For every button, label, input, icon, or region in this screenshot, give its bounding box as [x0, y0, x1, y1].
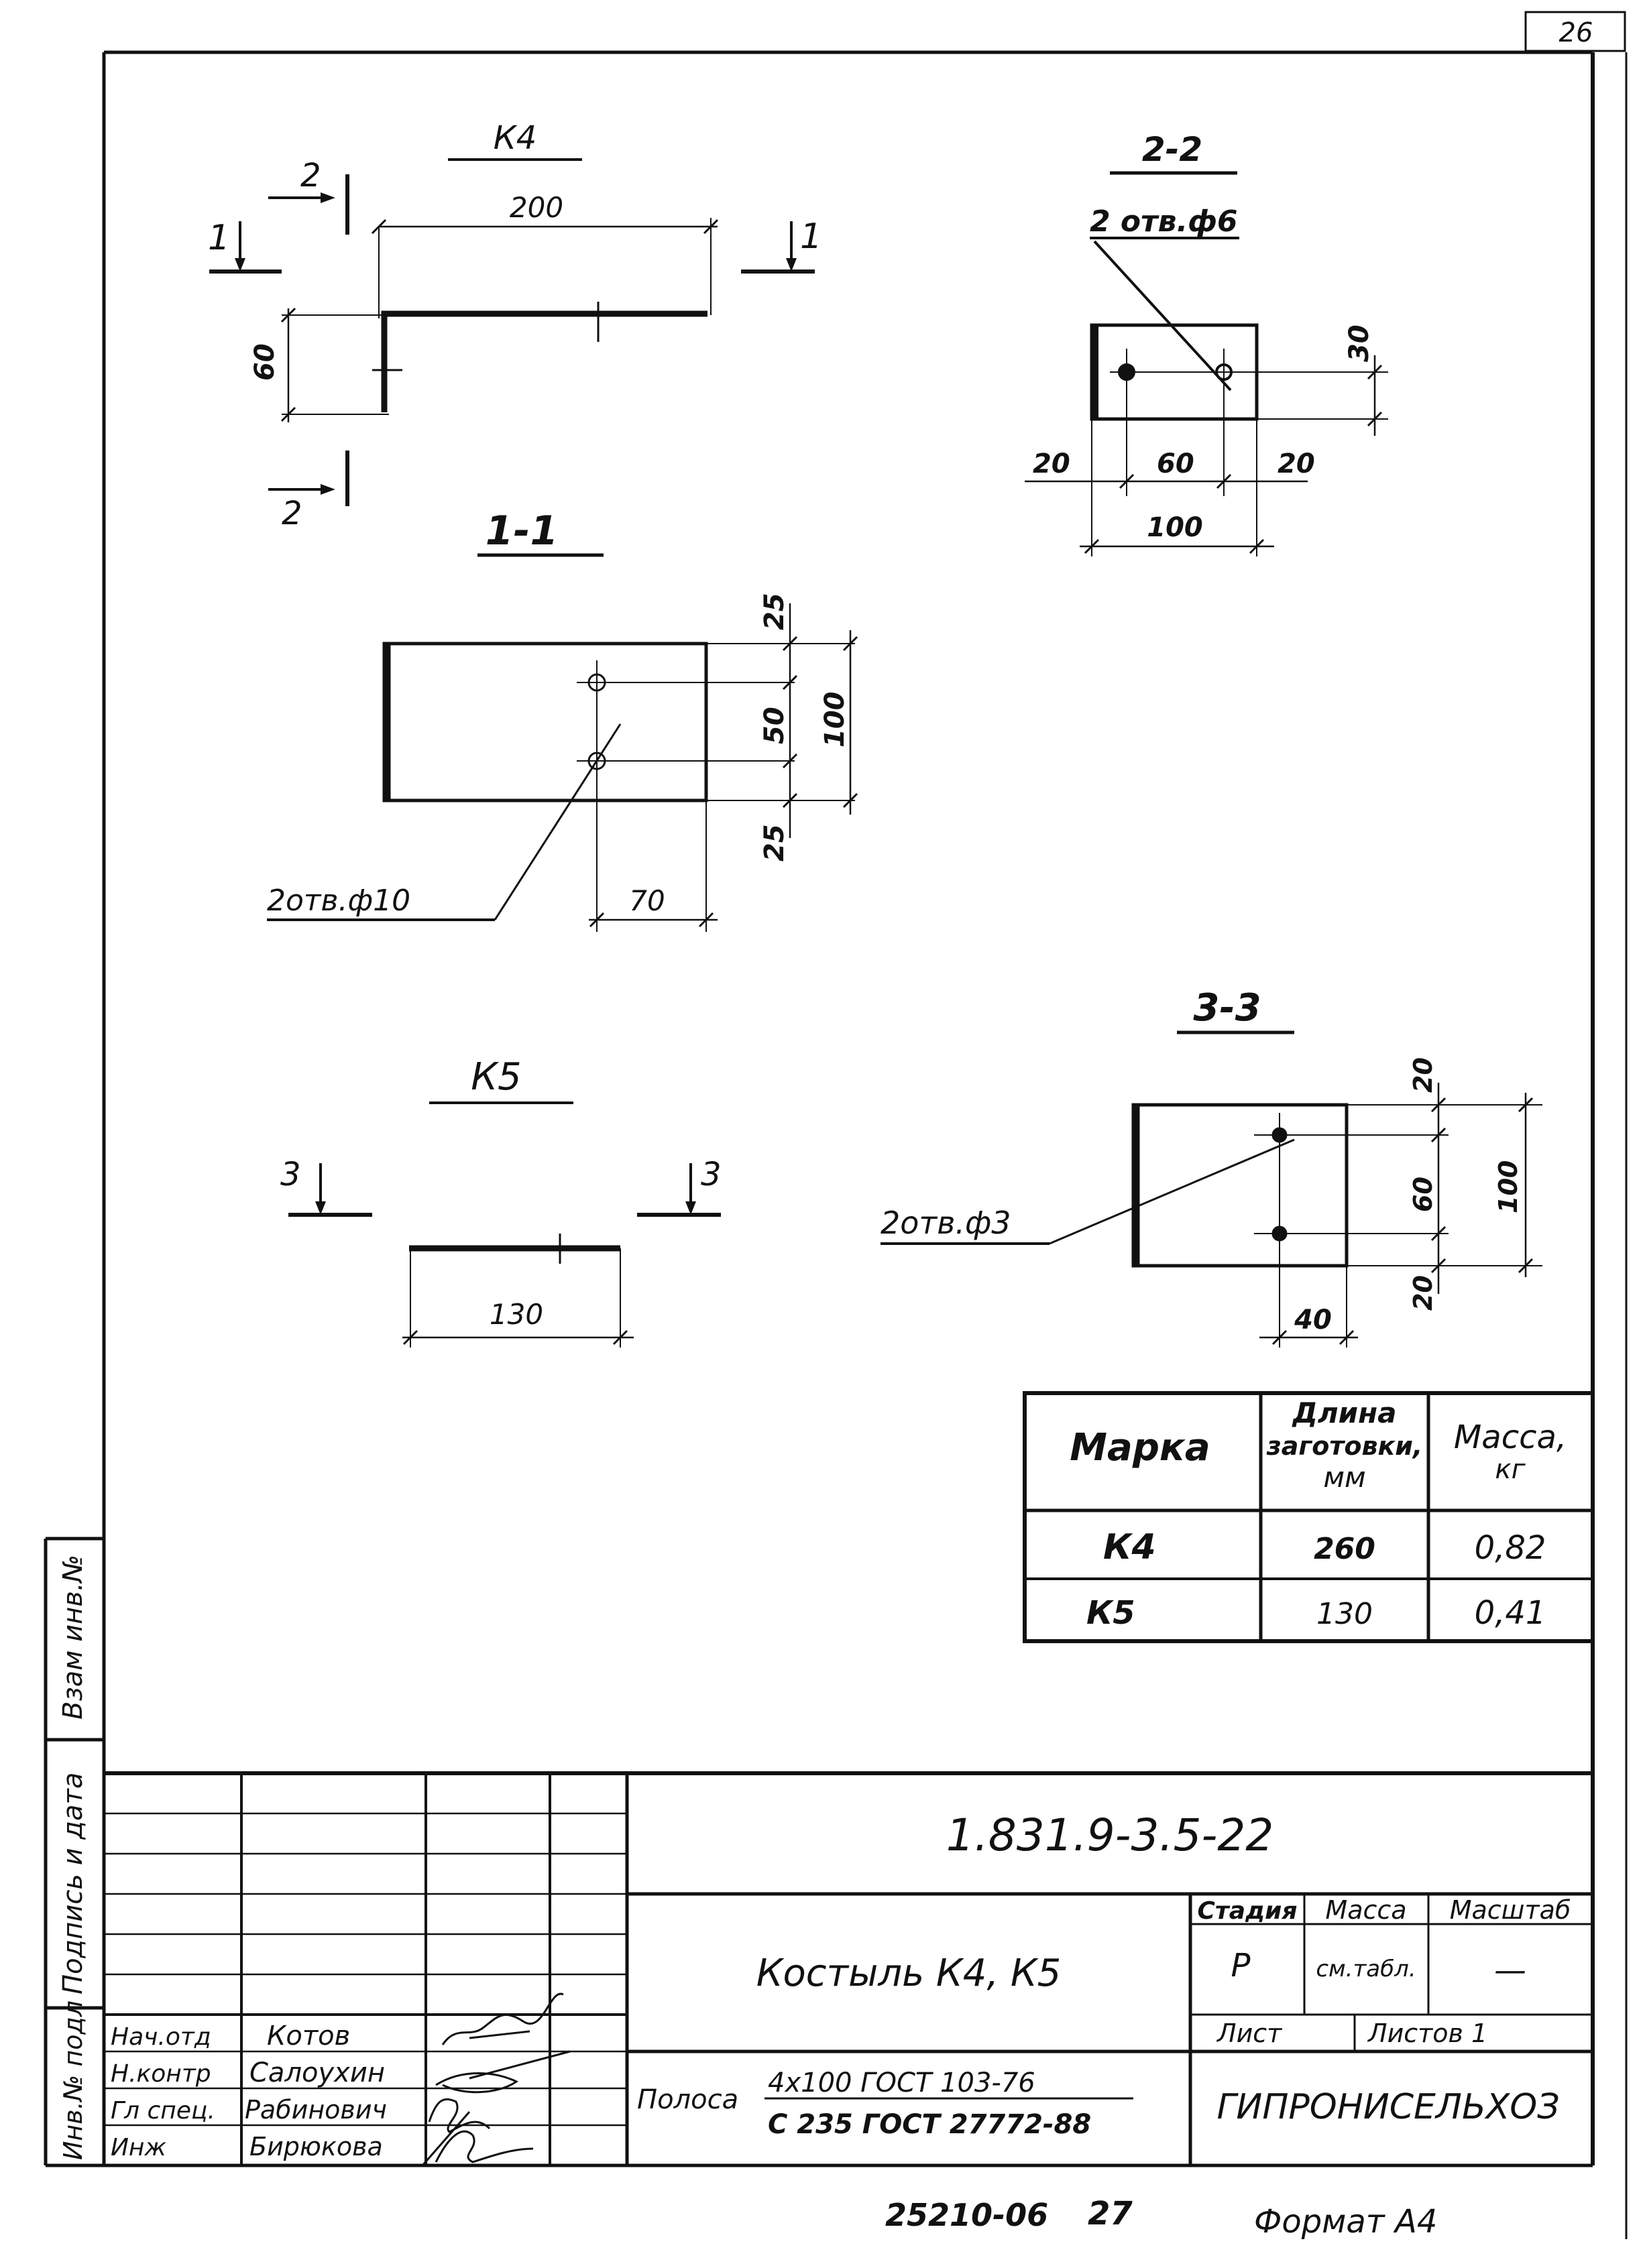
sec33-dim-20-bottom: 20 [1408, 1275, 1438, 1311]
spec-header-mass-2: кг [1495, 1454, 1526, 1485]
sec33-dim-60: 60 [1408, 1177, 1438, 1212]
stage-value: Р [1231, 1947, 1251, 1984]
organization: ГИПРОНИСЕЛЬХОЗ [1216, 2087, 1559, 2127]
mass-value: см.табл. [1316, 1956, 1416, 1982]
page-number-box: 26 [1524, 11, 1626, 52]
staff-role-4: Инж [111, 2134, 166, 2161]
material-line1: 4х100 ГОСТ 103-76 [768, 2068, 1035, 2098]
sec33-holes-note: 2отв.ф3 [881, 1205, 1011, 1241]
page-number: 26 [1559, 17, 1593, 48]
sec11-dim-100: 100 [819, 692, 850, 748]
section-1-1-view: 1-1 25 50 100 25 2отв.ф10 70 [267, 508, 858, 932]
sheets-label: Листов 1 [1367, 2019, 1487, 2048]
spec-row1-length: 260 [1314, 1532, 1375, 1566]
spec-table: Марка Длина заготовки, мм Масса, кг К4 2… [1023, 1391, 1595, 1643]
copy-number: 27 [1088, 2195, 1133, 2232]
spec-header-length-2: заготовки, [1266, 1431, 1423, 1461]
material-line2: С 235 ГОСТ 27772-88 [768, 2109, 1091, 2140]
sec22-dim-100: 100 [1147, 512, 1203, 543]
mass-label: Масса [1325, 1895, 1406, 1925]
section-1-label-left: 1 [208, 218, 230, 258]
section-2-2-view: 2-2 2 отв.ф6 30 20 60 20 100 [1025, 130, 1388, 556]
k4-title: К4 [494, 119, 537, 157]
sheet-format: Формат А4 [1254, 2203, 1437, 2241]
sec11-holes-note: 2отв.ф10 [267, 884, 410, 918]
spec-header-mass-1: Масса, [1454, 1419, 1567, 1456]
spec-row1-mark: К4 [1103, 1527, 1156, 1567]
sec11-dim-50: 50 [759, 707, 790, 744]
section-3-3-view: 3-3 20 60 100 20 2отв.ф3 40 [881, 986, 1542, 1348]
k5-title: К5 [471, 1055, 521, 1099]
sec22-dim-60: 60 [1157, 449, 1194, 479]
sec11-title: 1-1 [486, 508, 558, 554]
sec22-dim-30: 30 [1344, 324, 1375, 362]
section-3-label-left: 3 [280, 1156, 301, 1193]
side-stamp: Взам инв.№ Подпись и дата Инв.№ подл [44, 1537, 104, 2167]
spec-header-length-1: Длина [1292, 1396, 1397, 1429]
drawing-title: Костыль К4, К5 [756, 1952, 1062, 1995]
spec-row2-mark: К5 [1086, 1594, 1135, 1632]
sec11-dim-25-bottom: 25 [759, 824, 790, 861]
staff-name-2: Салоухин [249, 2057, 385, 2088]
staff-name-3: Рабинович [245, 2095, 387, 2125]
inventory-number: 25210-06 [885, 2197, 1048, 2233]
footer: 25210-06 27 Формат А4 [885, 2195, 1437, 2241]
sec22-dim-20-left: 20 [1033, 449, 1070, 479]
sec33-title: 3-3 [1193, 986, 1261, 1030]
spec-header-mark: Марка [1070, 1426, 1210, 1470]
signatures [421, 1992, 571, 2166]
k4-view: К4 60 200 2 2 1 1 [208, 119, 822, 532]
spec-header-length-3: мм [1323, 1461, 1365, 1494]
section-3-label-right: 3 [701, 1156, 722, 1193]
side-stamp-podpis: Подпись и дата [58, 1773, 89, 1994]
sec22-dim-20-right: 20 [1278, 449, 1315, 479]
sec33-dim-20-top: 20 [1408, 1057, 1438, 1093]
sheet-label: Лист [1216, 2019, 1283, 2048]
staff-name-4: Бирюкова [249, 2132, 383, 2161]
sec22-title: 2-2 [1142, 130, 1202, 169]
sec33-dim-100: 100 [1493, 1160, 1523, 1213]
spec-row2-mass: 0,41 [1475, 1594, 1546, 1632]
k5-view: К5 3 3 130 [280, 1055, 722, 1348]
sec22-holes-note: 2 отв.ф6 [1090, 204, 1238, 239]
scale-label: Масштаб [1450, 1895, 1571, 1925]
side-stamp-inv: Инв.№ подл [58, 2001, 88, 2160]
section-2-label-bottom: 2 [282, 495, 302, 532]
sec11-dim-70: 70 [629, 884, 665, 917]
section-2-label-top: 2 [300, 157, 321, 194]
scale-value: — [1494, 1952, 1526, 1989]
staff-role-1: Нач.отд [111, 2023, 211, 2051]
k4-dim-height: 60 [249, 343, 280, 381]
spec-row2-length: 130 [1316, 1597, 1373, 1631]
sec33-dim-40: 40 [1294, 1305, 1332, 1335]
staff-role-3: Гл спец. [111, 2097, 215, 2125]
spec-row1-mass: 0,82 [1475, 1529, 1546, 1567]
section-1-label-right: 1 [800, 217, 822, 257]
k5-dim-length: 130 [490, 1298, 543, 1331]
stage-label: Стадия [1198, 1897, 1298, 1925]
material-prefix: Полоса [637, 2084, 738, 2115]
sec11-dim-25-top: 25 [759, 593, 790, 630]
side-stamp-vzam: Взам инв.№ [58, 1555, 89, 1720]
staff-name-1: Котов [267, 2021, 350, 2051]
k4-dim-length: 200 [510, 191, 563, 224]
title-block: 1.831.9-3.5-22 Костыль К4, К5 Стадия Мас… [104, 1771, 1593, 2166]
doc-code: 1.831.9-3.5-22 [946, 1809, 1274, 1861]
staff-role-2: Н.контр [111, 2060, 211, 2088]
